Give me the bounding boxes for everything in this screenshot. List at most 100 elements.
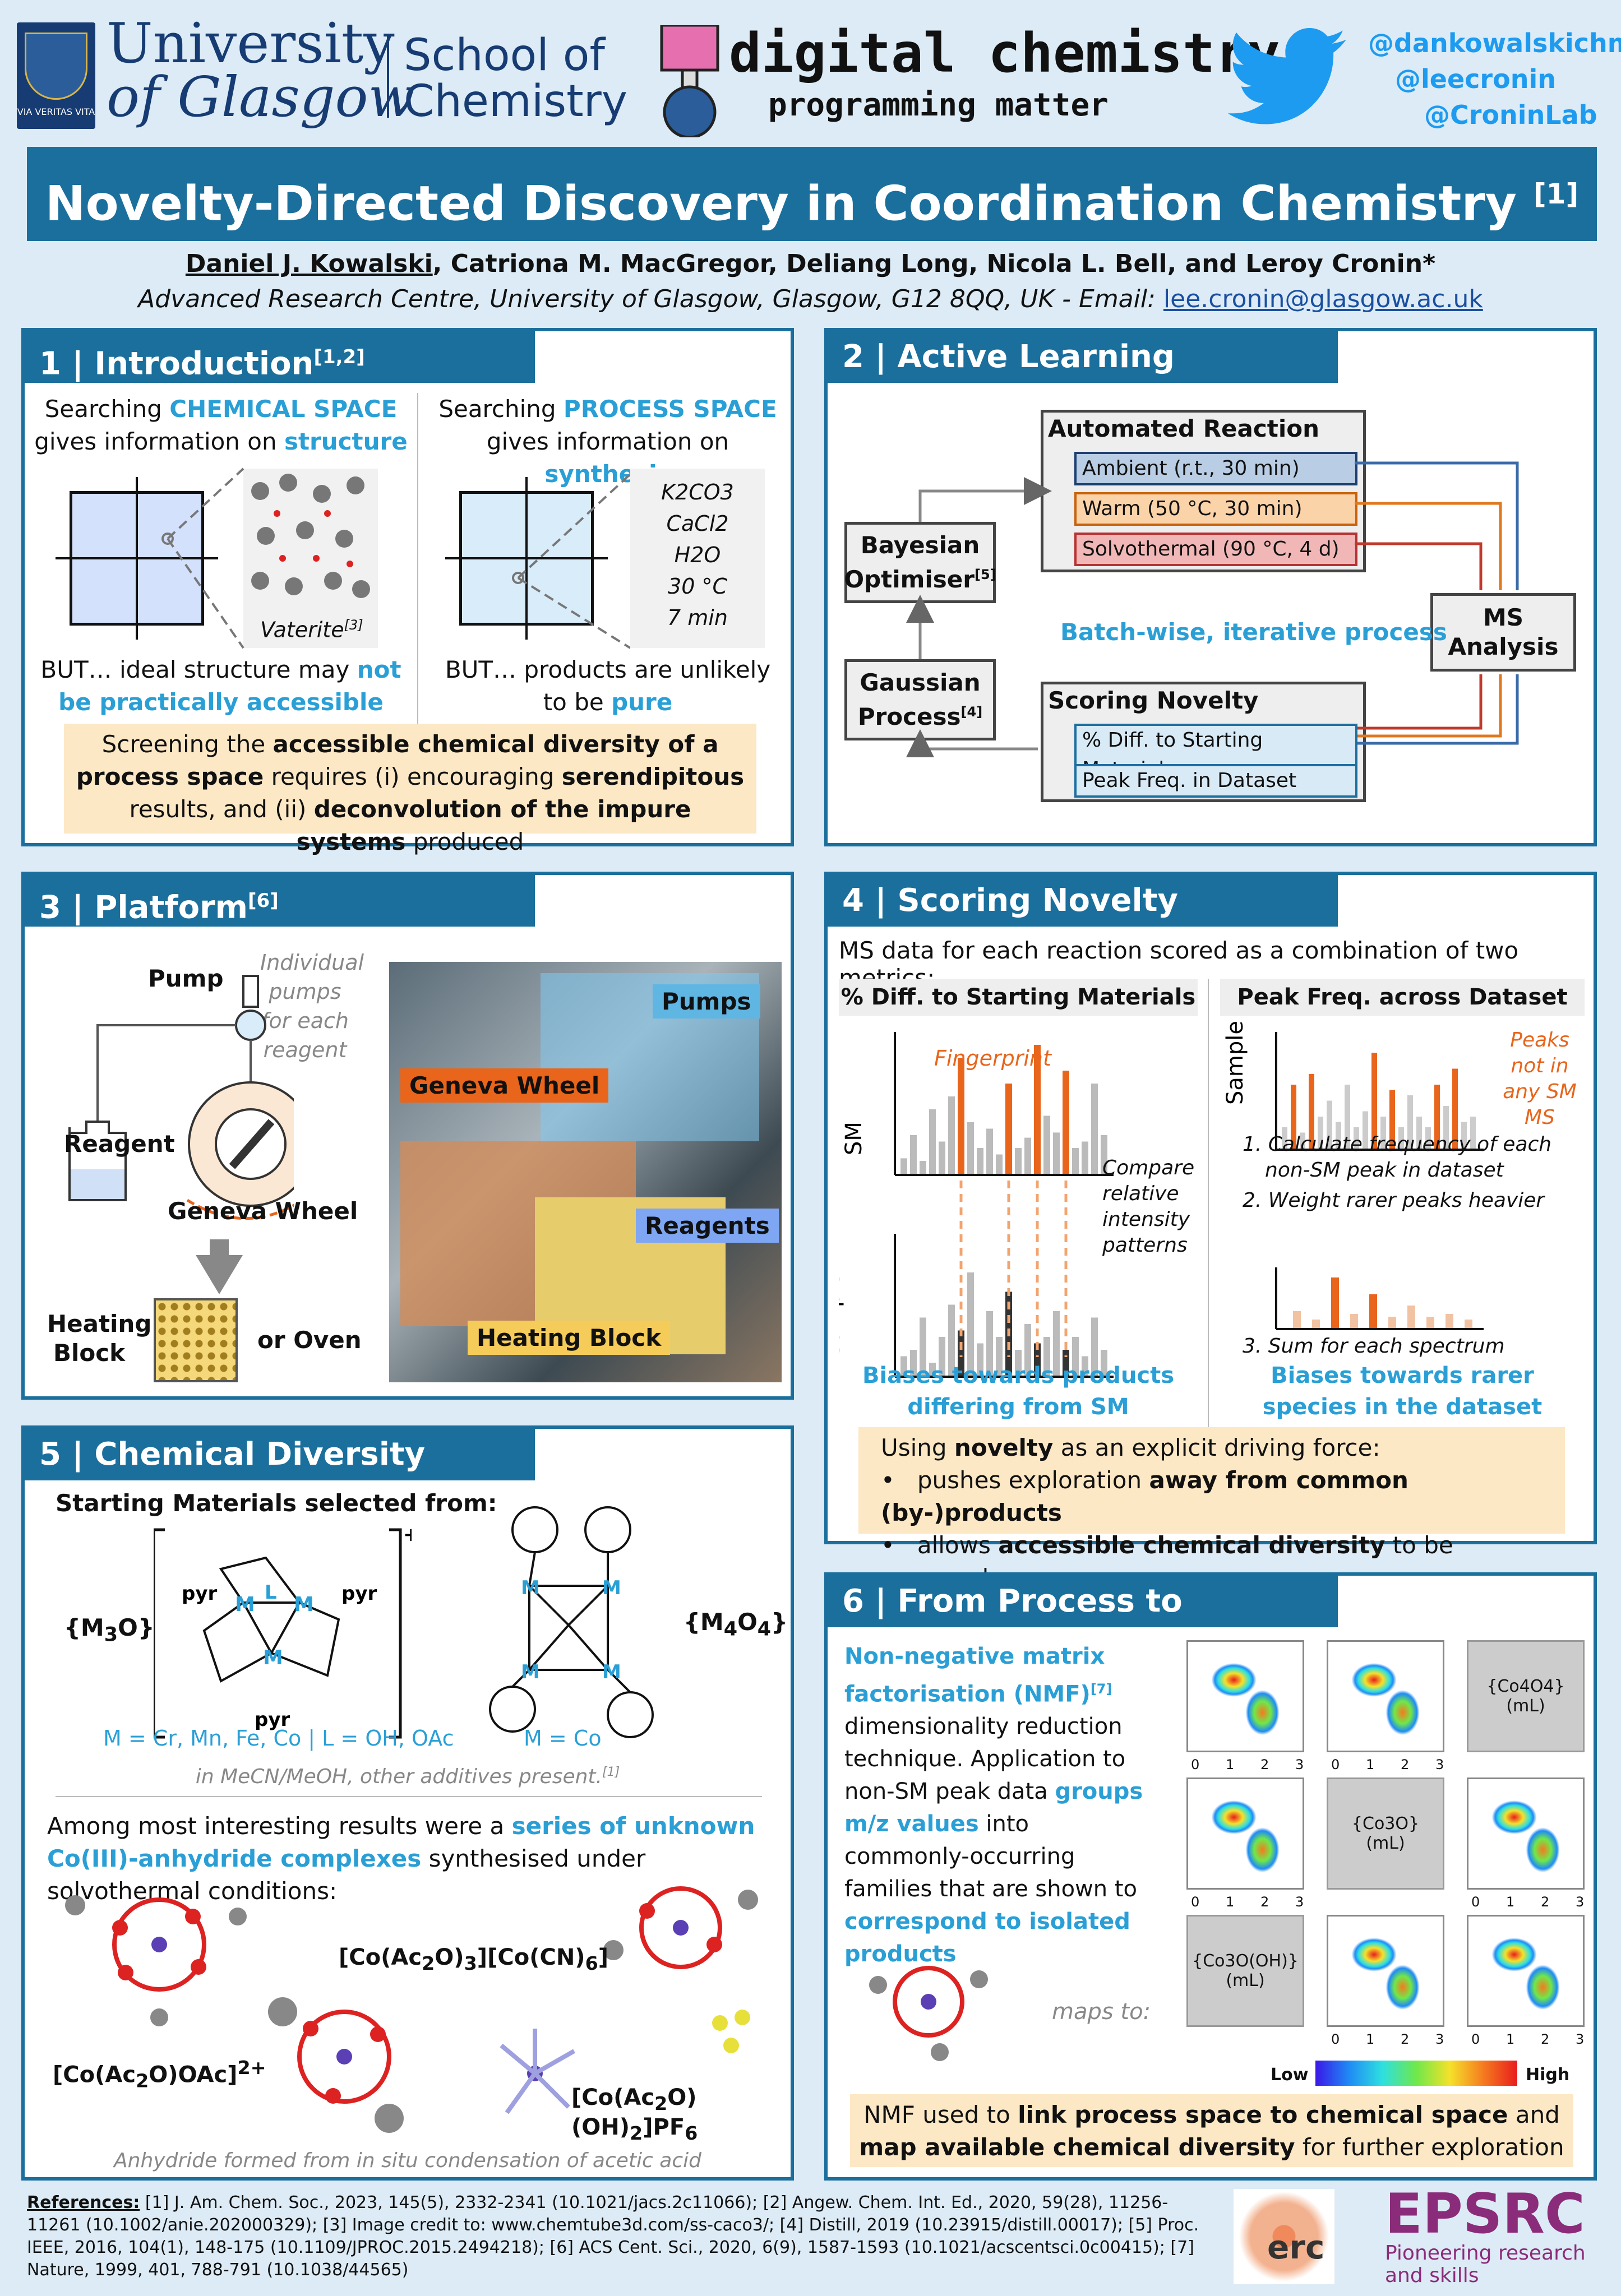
svg-text:M: M: [294, 1593, 314, 1616]
axis-tick: 3: [1576, 2031, 1585, 2047]
batch-label: Batch-wise, iterative process: [1060, 618, 1447, 646]
anhydride-footer: Anhydride formed from in situ condensati…: [114, 2149, 701, 2172]
sm-spectrum-bar: [910, 1135, 917, 1174]
sample-spectrum-bar: [1101, 1350, 1107, 1376]
heating-label: Heating Block: [47, 1310, 152, 1367]
photo-label-geneva: Geneva Wheel: [400, 1068, 609, 1103]
digital-chemistry-logo: [659, 24, 721, 139]
section-scoring-novelty: 4 | Scoring Novelty MS data for each rea…: [824, 872, 1597, 1591]
weighted-peak-bar: [1350, 1314, 1358, 1328]
reagent-label: Reagent: [64, 1130, 175, 1158]
sm-spectrum-bar: [1091, 1084, 1098, 1174]
axis-tick: 2: [1401, 1757, 1410, 1772]
svg-text:pyr: pyr: [182, 1582, 218, 1605]
axis-tick: 1: [1366, 2031, 1375, 2047]
svg-text:+: +: [403, 1524, 412, 1546]
axis-tick: 0: [1471, 1894, 1480, 1910]
step2: 2. Weight rarer peaks heavier: [1243, 1189, 1545, 1212]
sample-spectrum-bar: [1034, 1343, 1041, 1376]
sample-spectrum-bar: [967, 1272, 974, 1376]
product-label-box: {Co3O(OH)} (mL): [1186, 1915, 1304, 2027]
axis-tick: 1: [1226, 1894, 1235, 1910]
twitter-handles: @dankowalskichm @leecronin @CroninLab: [1368, 25, 1621, 133]
peakfreq-bar: [1443, 1106, 1449, 1149]
svg-text:pyr: pyr: [255, 1709, 290, 1731]
complex-label-2: [Co(Ac2O)OAc]2+: [53, 2057, 266, 2092]
warm-condition: Warm (50 °C, 30 min): [1074, 492, 1357, 526]
peakfreq-bar: [1300, 1132, 1305, 1149]
sample-spectrum-bar: [1043, 1337, 1050, 1376]
twitter-handle[interactable]: @CroninLab: [1424, 100, 1597, 130]
scoring-novelty-box: Scoring Novelty % Diff. to Starting Mate…: [1041, 682, 1366, 802]
sm-spectrum-bar: [1053, 1132, 1060, 1174]
complex-label-3: [Co(Ac2O)(OH)2]PF6: [571, 2085, 698, 2144]
ambient-condition: Ambient (r.t., 30 min): [1074, 452, 1357, 485]
pdiff-heading: % Diff. to Starting Materials: [839, 979, 1198, 1016]
axis-tick: 3: [1435, 2031, 1444, 2047]
step3: 3. Sum for each spectrum: [1243, 1335, 1505, 1358]
process-space-grid: [445, 477, 608, 640]
svg-text:pyr: pyr: [341, 1582, 377, 1605]
peakfreq-bar: [1398, 1127, 1404, 1149]
axis-tick: 0: [1331, 1757, 1340, 1772]
heating-block-icon: [154, 1298, 238, 1382]
axis-tick: 0: [1331, 2031, 1340, 2047]
axis-tick: 2: [1401, 2031, 1410, 2047]
axis-tick: 3: [1295, 1894, 1304, 1910]
sm-spectrum-bar: [939, 1141, 945, 1174]
automated-reaction-box: Automated Reaction Ambient (r.t., 30 min…: [1041, 410, 1366, 572]
twitter-handle[interactable]: @dankowalskichm: [1368, 28, 1621, 58]
maps-to-label: maps to:: [1052, 1999, 1151, 2025]
sample-spectrum-bar: [910, 1350, 917, 1376]
weighted-peak-bar: [1445, 1314, 1453, 1328]
scoring-intro: MS data for each reaction scored as a co…: [839, 937, 1519, 992]
peakfreq-bar: [1416, 1117, 1422, 1149]
among-results-text: Among most interesting results were a se…: [47, 1812, 755, 1905]
axis-tick: 2: [1260, 1757, 1269, 1772]
sample-spectrum-bar: [1072, 1337, 1079, 1376]
section-title: 6 | From Process to Chemistry: [828, 1576, 1338, 1671]
product-label-box: {Co4O4} (mL): [1467, 1640, 1585, 1752]
axis-tick: 0: [1471, 2031, 1480, 2047]
starting-materials-label: Starting Materials selected from:: [56, 1489, 497, 1517]
section-platform: 3 | Platform[6] Pump Individual pumps fo…: [21, 872, 794, 1400]
poster-title: Novelty-Directed Discovery in Coordinati…: [45, 175, 1517, 232]
sample-spectrum-bar: [1082, 1356, 1088, 1376]
sample-axis-label: Sample: [839, 1273, 844, 1357]
m3o-label: {M3O}: [64, 1614, 155, 1646]
nmf-summary-box: NMF used to link process space to chemic…: [850, 2094, 1573, 2167]
oven-label: or Oven: [257, 1326, 362, 1354]
axis-tick: 1: [1226, 1757, 1235, 1772]
colorbar-low: Low: [1271, 2065, 1309, 2085]
peakfreq-bar: [1327, 1100, 1332, 1149]
email-link[interactable]: lee.cronin@glasgow.ac.uk: [1163, 285, 1483, 313]
photo-label-pumps: Pumps: [653, 984, 760, 1019]
sm-spectrum-bar: [1072, 1148, 1079, 1174]
step1: 1. Calculate frequency of each non-SM pe…: [1243, 1133, 1552, 1182]
sm-spectrum-bar: [958, 1058, 964, 1174]
svg-text:M: M: [263, 1646, 283, 1669]
twitter-handle[interactable]: @leecronin: [1395, 64, 1556, 94]
section-title: 1 | Introduction[1,2]: [25, 331, 535, 383]
peakfreq-bar: [1345, 1085, 1350, 1149]
nmf-example-structure: [869, 1966, 988, 2061]
colorbar-high: High: [1526, 2065, 1570, 2085]
but-products-text: BUT… products are unlikely to be pure: [445, 656, 771, 716]
axis-tick: 3: [1435, 1757, 1444, 1772]
peakfreq-bar: [1354, 1127, 1359, 1149]
solvent-note: in MeCN/MeOH, other additives present.[1…: [195, 1765, 620, 1788]
weighted-peak-bar: [1369, 1294, 1377, 1328]
peakfreq-bar: [1282, 1127, 1287, 1149]
section-chemical-diversity: 5 | Chemical Diversity Starting Material…: [21, 1425, 794, 2181]
section-process-to-chemistry: 6 | From Process to Chemistry Non-negati…: [824, 1572, 1597, 2181]
peakfreq-bar: [1470, 1117, 1476, 1149]
complex-label-1: [Co(Ac2O)3][Co(CN)6]: [339, 1945, 609, 1974]
affiliation: Advanced Research Centre, University of …: [138, 285, 1483, 313]
screening-summary-box: Screening the accessible chemical divers…: [64, 724, 756, 855]
compare-note: Compare relative intensity patterns: [1102, 1156, 1195, 1257]
sm-spectrum-bar: [920, 1161, 926, 1174]
